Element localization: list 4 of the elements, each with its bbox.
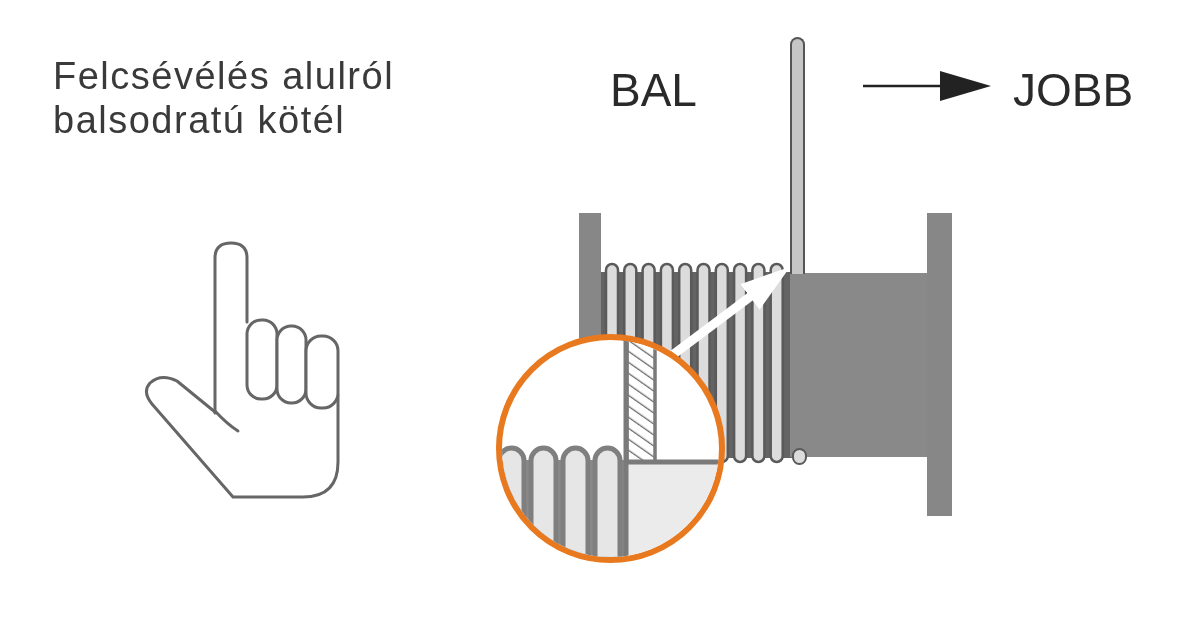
rope-strand	[790, 37, 805, 274]
direction-label: JOBB	[1013, 67, 1134, 113]
direction-label: BAL	[610, 67, 697, 113]
title: Felcsévélés alulról balsodratú kötél	[53, 54, 396, 142]
